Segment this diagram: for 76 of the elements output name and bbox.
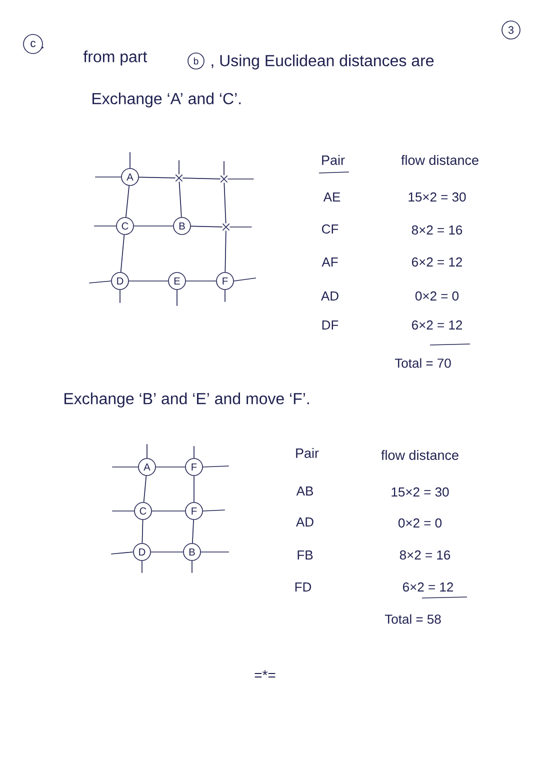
calculation-text: 0×2 = 0: [415, 291, 459, 301]
circled-letter: D: [111, 272, 129, 290]
sentence-text: , Using Euclidean distances are: [212, 54, 434, 70]
circled-letter: C: [116, 217, 134, 235]
pair-label: AE: [323, 192, 340, 202]
grid-line: [224, 230, 226, 273]
grid-line: [229, 226, 252, 228]
pair-label: DF: [322, 320, 338, 330]
grid-line: [227, 178, 254, 180]
pair-label: FB: [298, 550, 313, 560]
grid-line: [151, 510, 186, 512]
grid-line: [94, 176, 122, 178]
grid-line: [143, 475, 147, 503]
punctuation: .: [42, 46, 44, 48]
cross-mark: [222, 224, 230, 230]
column-header: flow distance: [381, 450, 458, 460]
column-header: flow distance: [401, 155, 478, 165]
circled-number: 3: [502, 20, 520, 40]
calculation-text: 6×2 = 12: [412, 320, 462, 330]
column-header: Pair: [296, 448, 319, 458]
column-header: Pair: [322, 155, 345, 165]
grid-line: [120, 234, 125, 273]
pair-label: FD: [295, 582, 312, 592]
grid-line: [128, 280, 169, 282]
calculation-text: 8×2 = 16: [412, 225, 462, 235]
circled-letter: F: [185, 458, 203, 476]
total-text: Total = 58: [384, 614, 441, 624]
pair-label: AF: [322, 258, 338, 266]
pair-label: AB: [296, 486, 313, 496]
end-mark: =*=: [254, 670, 276, 678]
grid-line: [190, 226, 223, 228]
cross-mark: [176, 174, 182, 182]
calculation-text: 6×2 = 12: [403, 582, 453, 592]
grid-line: [185, 280, 217, 282]
grid-line: [112, 466, 139, 468]
grid-line: [224, 182, 226, 224]
calculation-text: 6×2 = 12: [412, 257, 462, 267]
calculation-text: 8×2 = 16: [400, 550, 450, 560]
pair-label: CF: [322, 224, 338, 234]
sentence-text: Exchange ‘A’ and ‘C’.: [92, 92, 241, 108]
grid-line: [88, 280, 112, 284]
calculation-text: 15×2 = 30: [392, 487, 449, 497]
circled-letter: E: [168, 272, 186, 290]
grid-line: [178, 181, 182, 218]
calculation-text: 15×2 = 30: [408, 192, 466, 202]
circled-letter: B: [173, 217, 191, 235]
grid-line: [233, 278, 256, 282]
circled-letter: b: [188, 52, 204, 70]
grid-line: [146, 444, 148, 459]
circled-letter: A: [138, 458, 156, 476]
grid-line: [142, 519, 144, 544]
circled-letter: F: [216, 272, 234, 290]
sentence-text: from part: [83, 50, 148, 66]
grid-line: [155, 466, 186, 468]
circled-letter: A: [121, 168, 139, 186]
grid-line: [182, 178, 221, 180]
circled-letter: F: [185, 502, 203, 520]
grid-line: [176, 289, 178, 306]
grid-line: [112, 510, 135, 512]
calculation-text: 0×2 = 0: [398, 518, 442, 528]
circled-letter: C: [134, 502, 152, 520]
pair-label: AD: [296, 518, 314, 526]
total-text: Total = 70: [394, 358, 451, 368]
pair-label: AD: [321, 292, 338, 300]
grid-line: [192, 519, 194, 544]
grid-line: [125, 185, 130, 218]
sentence-text: Exchange ‘B’ and ‘E’ and move ‘F’.: [64, 392, 309, 408]
grid-line: [110, 552, 134, 554]
circled-letter: B: [183, 543, 201, 561]
grid-line: [138, 176, 176, 178]
grid-line: [202, 510, 226, 512]
cross-mark: [220, 176, 228, 182]
grid-line: [224, 289, 226, 302]
circled-letter: D: [133, 543, 151, 561]
grid-line: [178, 160, 180, 175]
grid-line: [202, 466, 230, 468]
